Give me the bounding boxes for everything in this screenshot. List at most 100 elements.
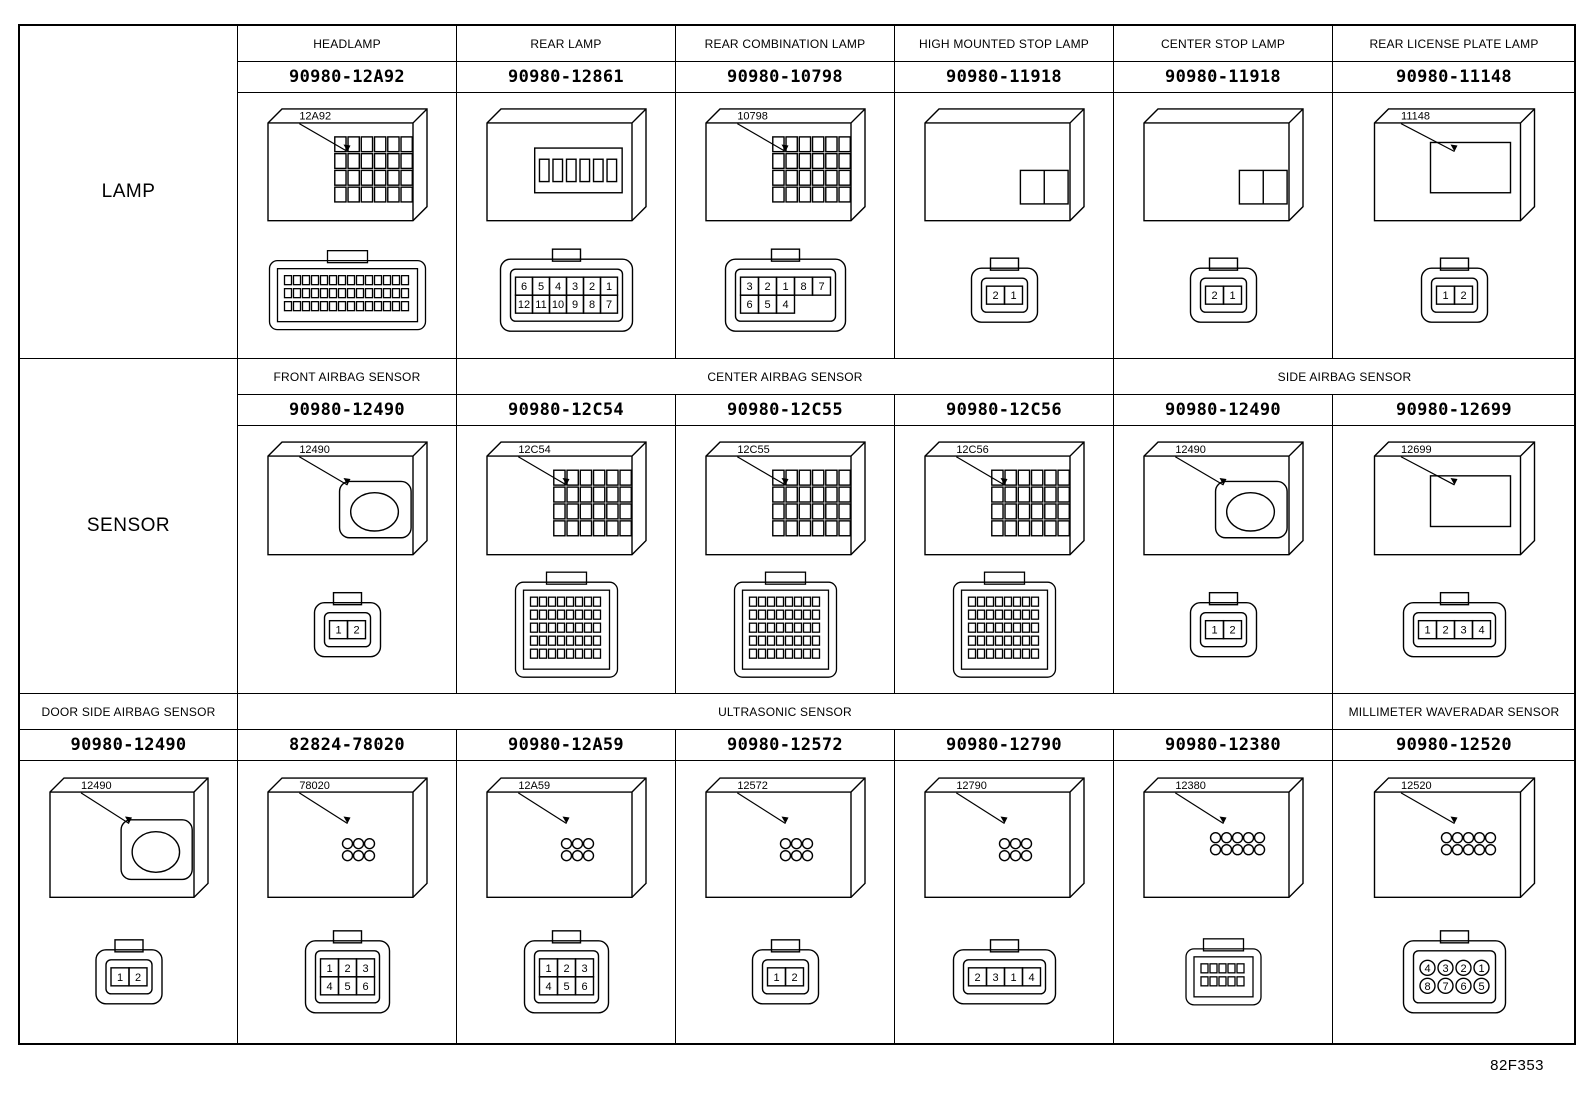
group-header: CENTER STOP LAMP [1114, 26, 1333, 62]
group-header: HEADLAMP [238, 26, 457, 62]
callout-label: 12520 [1401, 780, 1432, 792]
pin-number: 2 [344, 963, 350, 975]
callout: 12C56 [956, 444, 1008, 486]
callout-label: 12380 [1175, 780, 1206, 792]
callout-label: 11148 [1401, 111, 1430, 123]
pin-number: 7 [606, 299, 612, 311]
part-number: 90980-12A59 [457, 730, 676, 761]
pin-number: 6 [1460, 981, 1466, 993]
connector-housing [486, 777, 647, 899]
pin-face-dense [514, 571, 619, 678]
pin-number: 2 [563, 963, 569, 975]
pin-number: 8 [589, 299, 595, 311]
callout-label: 12C54 [518, 444, 550, 456]
part-number: 90980-11148 [1333, 62, 1576, 93]
pin-number: 5 [344, 981, 350, 993]
connector-housing [924, 108, 1085, 222]
category-label: LAMP [20, 26, 238, 359]
part-number: 90980-12520 [1333, 730, 1576, 761]
part-number: 90980-11918 [1114, 62, 1333, 93]
pin-number: 1 [1478, 963, 1484, 975]
group-header: SIDE AIRBAG SENSOR [1114, 359, 1576, 395]
connector-svg: 12C55 [705, 441, 866, 678]
pin-number: 2 [353, 625, 359, 637]
connector-drawing: 12C54 [457, 426, 676, 694]
part-number: 90980-12490 [1114, 395, 1333, 426]
callout: 12A59 [517, 780, 570, 824]
connector-housing [705, 441, 866, 556]
pin-face-dense [268, 250, 427, 331]
connector-housing [486, 108, 647, 222]
callout-label: 12C56 [956, 444, 988, 456]
connector-housing [1143, 441, 1304, 556]
pin-number: 12 [518, 299, 530, 311]
group-header-line: RADAR SENSOR [1460, 704, 1560, 719]
connector-housing [267, 777, 428, 899]
callout-label: 12790 [956, 780, 987, 792]
pin-number: 2 [992, 290, 998, 302]
callout: 12790 [955, 780, 1008, 824]
pin-number: 9 [572, 299, 578, 311]
pin-number: 2 [974, 972, 980, 984]
pin-number: 2 [589, 281, 595, 293]
pin-number: 1 [1442, 290, 1448, 302]
pin-number: 4 [545, 981, 551, 993]
connector-drawing: 12A92 [238, 93, 457, 359]
connector-svg: 12C54 [486, 441, 647, 678]
part-number: 82824-78020 [238, 730, 457, 761]
pin-number: 3 [746, 281, 752, 293]
callout: 12520 [1400, 780, 1458, 825]
callout: 12A92 [299, 111, 351, 153]
callout: 12572 [736, 780, 789, 824]
pin-face-dense [952, 571, 1057, 678]
pin-number: 5 [563, 981, 569, 993]
part-number: 90980-12572 [676, 730, 895, 761]
pin-number: 5 [538, 281, 544, 293]
callout: 12699 [1400, 444, 1458, 486]
group-header: ULTRASONIC SENSOR [238, 694, 1333, 730]
pin-number: 2 [1460, 290, 1466, 302]
pin-number: 6 [362, 981, 368, 993]
pin-number: 2 [135, 972, 141, 984]
pin-number: 2 [1229, 625, 1235, 637]
group-header-line: MILLIMETER WAVE [1348, 704, 1461, 719]
pin-number: 3 [572, 281, 578, 293]
pin-number: 3 [992, 972, 998, 984]
pin-number: 6 [581, 981, 587, 993]
part-number: 90980-12490 [20, 730, 238, 761]
pin-number: 2 [1442, 625, 1448, 637]
pin-number: 3 [581, 963, 587, 975]
pin-number: 11 [535, 299, 546, 311]
pin-number: 5 [1478, 981, 1484, 993]
pin-number: 1 [1010, 972, 1016, 984]
callout-label: 12A92 [299, 111, 331, 123]
part-number: 90980-12790 [895, 730, 1114, 761]
group-header: REAR COMBINATION LAMP [676, 26, 895, 62]
pin-number: 8 [800, 281, 806, 293]
connector-housing [924, 777, 1085, 899]
group-header: CENTER AIRBAG SENSOR [457, 359, 1114, 395]
callout-label: 12572 [737, 780, 768, 792]
callout-label: 12699 [1401, 444, 1432, 456]
category-label: DOOR SIDE AIRBAG SENSOR [20, 694, 238, 730]
callout: 12C54 [518, 444, 570, 486]
